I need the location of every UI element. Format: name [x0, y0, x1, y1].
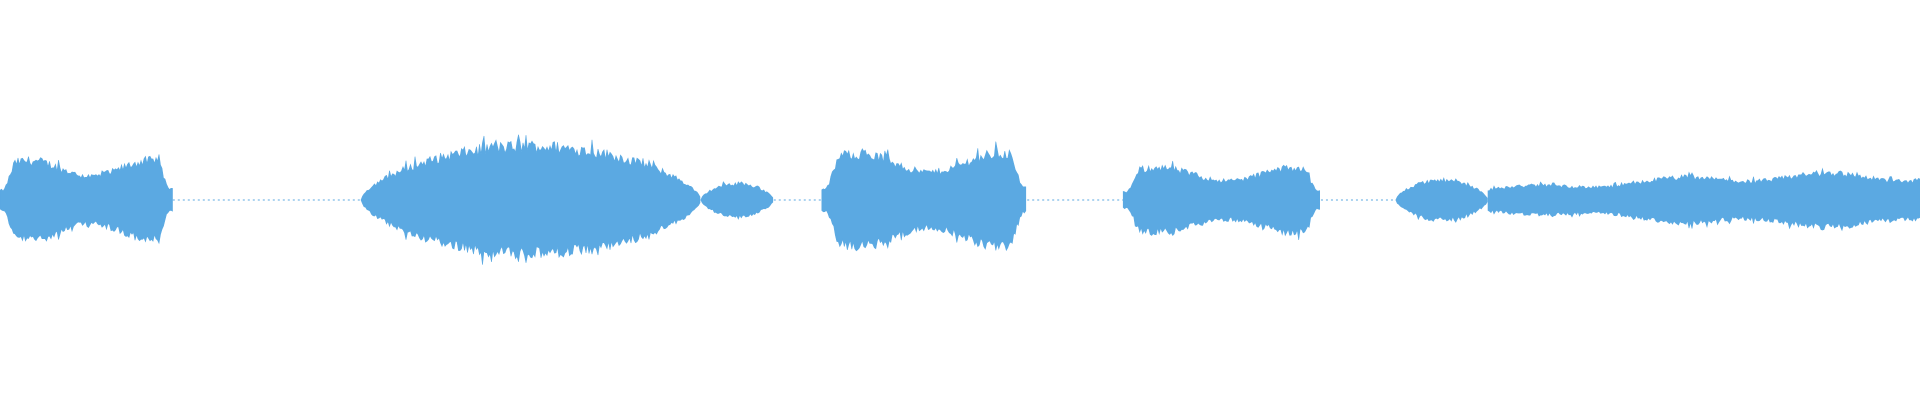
waveform-segment	[1487, 167, 1920, 232]
waveform-segment	[821, 141, 1027, 252]
waveform-segment	[700, 181, 774, 220]
waveform-region	[1487, 167, 1920, 232]
waveform-region	[1122, 160, 1320, 241]
waveform-region	[700, 181, 774, 220]
waveform-region	[360, 134, 701, 265]
waveform-segment	[1395, 177, 1488, 223]
waveform-region	[1395, 177, 1488, 223]
waveform-segment	[360, 134, 701, 265]
waveform-region	[821, 141, 1027, 252]
waveform-region	[0, 154, 173, 245]
waveform-segment	[0, 154, 173, 245]
waveform-segment	[1122, 160, 1320, 241]
